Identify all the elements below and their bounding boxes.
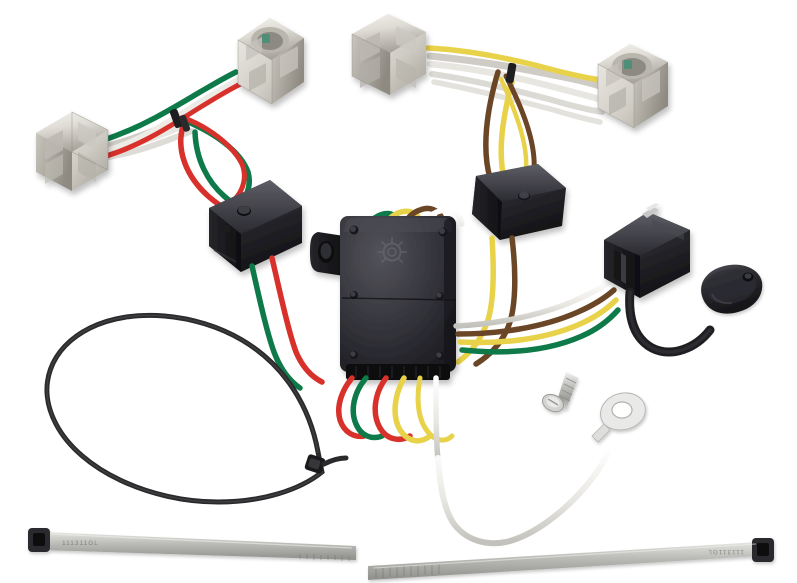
four-flat-connector [604,203,690,298]
connector-right-upper-right [597,44,668,129]
inline-box-left [209,180,302,272]
connector-left-lower [36,111,109,191]
zip-tie-gray-2: 111311GL [368,538,774,580]
inline-box-right [472,164,566,240]
connector-right-upper-left [351,14,426,96]
connector-left-upper [237,18,304,105]
zip-tie-gray-1: 111311GL [28,528,356,561]
zip-tie-black-loop [44,312,349,505]
dust-cover-tether [625,287,715,357]
left-box-output-wires [249,255,325,391]
converter-bottom-wires [336,375,455,463]
wire-bundle-tie-right [505,62,517,84]
ring-terminal [591,392,646,443]
dust-cover [701,264,763,314]
zip-tie-marking-1: 111311GL [62,540,99,547]
module-embossed-logo [377,237,407,263]
self-tapping-screw [542,372,578,413]
converter-module [310,216,457,380]
left-harness-wires [96,69,255,219]
module-body [340,216,456,372]
ground-wire [435,445,613,547]
wire-bundle-tie [169,108,183,129]
zip-tie-marking-2: 111311GL [707,548,744,555]
four-flat-input-wires [453,277,621,355]
